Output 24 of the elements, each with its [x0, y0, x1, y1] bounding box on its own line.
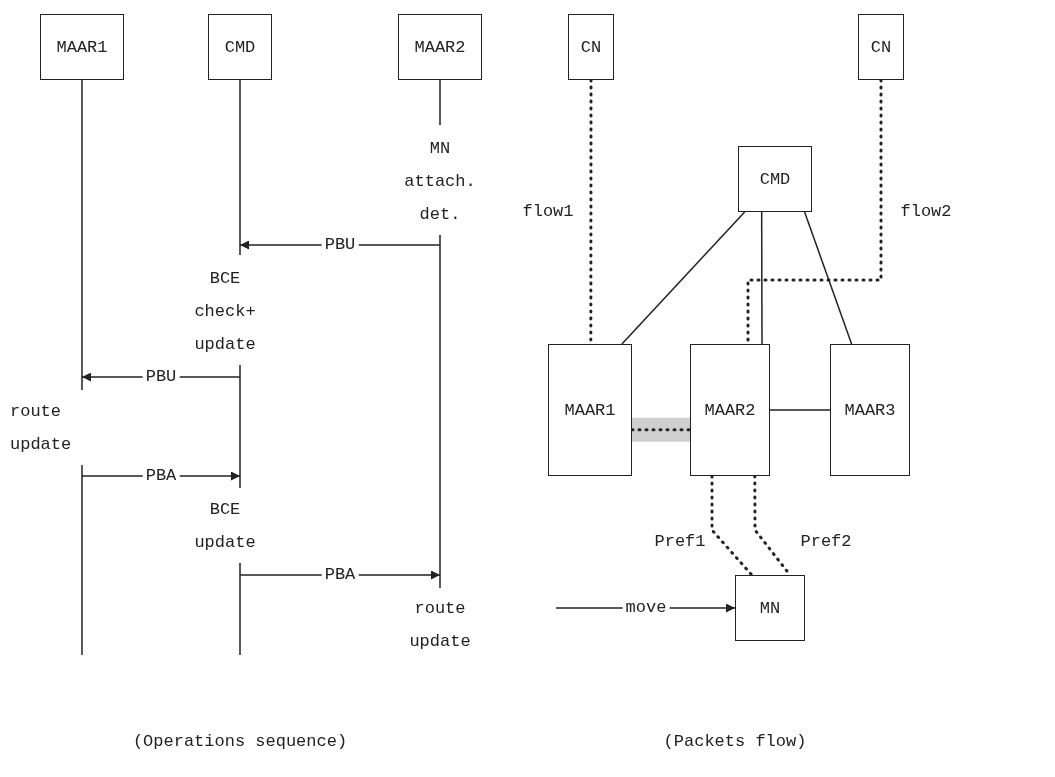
router-box: MAAR1 [548, 344, 632, 476]
caption-text: (Packets flow) [662, 731, 808, 753]
caption-text: (Operations sequence) [131, 731, 349, 753]
connector-line [769, 409, 831, 411]
router-box: MAAR2 [690, 344, 770, 476]
annotation-text: route update [408, 598, 472, 653]
connector-line [760, 211, 763, 345]
dotted-flow-line [630, 428, 692, 432]
annotation-text: BCE update [193, 499, 257, 554]
participant-box: MAAR2 [398, 14, 482, 80]
connector-line [621, 211, 746, 345]
mobile-node-box: MN [735, 575, 805, 641]
connector-line [803, 211, 853, 345]
host-box: CN [568, 14, 614, 80]
annotation-text: route update [10, 401, 73, 456]
dotted-flow-line [710, 474, 754, 577]
tunnel [632, 417, 690, 442]
router-box: CMD [738, 146, 812, 212]
participant-box: MAAR1 [40, 14, 124, 80]
participant-box: CMD [208, 14, 272, 80]
annotation-text: BCE check+ update [193, 268, 257, 356]
host-box: CN [858, 14, 904, 80]
annotation-text: MN attach. det. [403, 138, 477, 226]
router-box: MAAR3 [830, 344, 910, 476]
